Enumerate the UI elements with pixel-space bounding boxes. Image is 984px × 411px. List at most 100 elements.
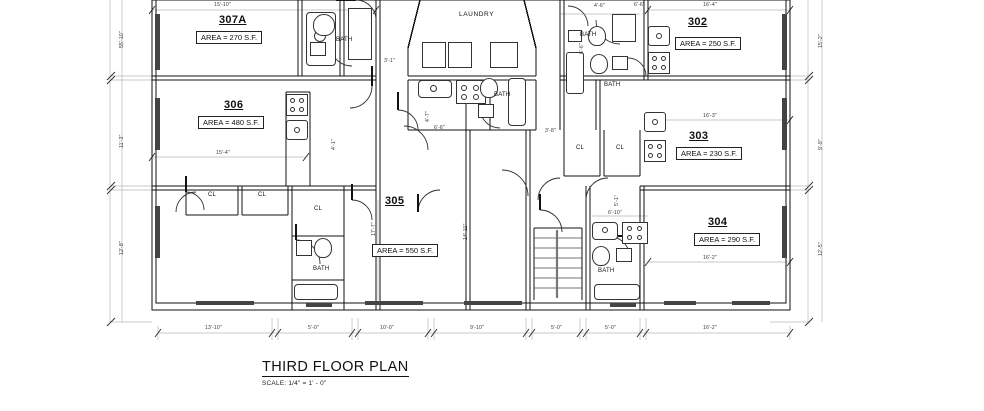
space-label-bath-302-up: BATH [580, 32, 597, 38]
window-left-2 [155, 98, 160, 150]
dim-bottom-5: 5'-0" [551, 325, 562, 331]
toilet-304 [592, 246, 610, 266]
dim-int-4: 3'-1" [384, 58, 395, 64]
burner-304-a [627, 226, 632, 231]
dim-int-12: 4'-7" [425, 111, 431, 122]
room-number-303: 303 [689, 130, 709, 142]
dim-int-7: 6'-10" [608, 210, 622, 216]
dim-int-6: 6'-6" [434, 125, 445, 131]
page-title: THIRD FLOOR PLAN [262, 359, 409, 377]
room-number-304: 304 [708, 216, 728, 228]
burner-303-a [648, 144, 653, 149]
window-bottom-2 [306, 303, 332, 307]
burner-302-d [661, 65, 666, 70]
room-area-307a: AREA = 270 S.F. [196, 31, 263, 44]
toilet-center [480, 78, 498, 98]
dim-bottom-2: 5'-0" [308, 325, 319, 331]
dim-right-1: 15'-2" [818, 34, 824, 48]
room-area-305: AREA = 550 S.F. [372, 244, 439, 257]
lav-302-upper [568, 30, 582, 42]
stair-treads [534, 230, 582, 298]
window-bottom-3 [365, 301, 423, 305]
dim-bottom-3: 10'-0" [380, 325, 394, 331]
burner-c-a [461, 85, 467, 91]
window-left-1 [155, 14, 160, 70]
toilet-305 [314, 238, 332, 258]
room-area-306: AREA = 480 S.F. [198, 116, 265, 129]
range-302 [648, 52, 670, 74]
burner-306-d [299, 107, 304, 112]
washer-laundry [422, 42, 446, 68]
dim-int-5: 3'-8" [545, 128, 556, 134]
lav-305 [296, 240, 312, 256]
dim-bottom-4: 9'-10" [470, 325, 484, 331]
burner-c-c [461, 94, 467, 100]
dim-top-1: 15'-10" [214, 2, 231, 8]
space-label-cl-303-b: CL [616, 145, 625, 151]
dim-bottom-7: 16'-2" [703, 325, 717, 331]
window-bottom-6 [664, 301, 696, 305]
burner-303-c [648, 153, 653, 158]
lav-304 [616, 248, 632, 262]
dim-int-10: 17'-7" [371, 222, 377, 236]
dim-int-8: 4'-6" [594, 3, 605, 9]
space-label-cl-305-c: CL [314, 206, 323, 212]
room-number-306: 306 [224, 99, 244, 111]
room-number-305: 305 [385, 195, 405, 207]
dim-int-11: 14'-11" [463, 223, 469, 240]
window-right-1 [782, 14, 787, 70]
space-label-bath-305: BATH [313, 266, 330, 272]
sink-drain-306 [294, 127, 300, 133]
dim-top-2: 16'-4" [703, 2, 717, 8]
burner-c-b [473, 85, 479, 91]
dim-int-14: 6'-6" [634, 2, 645, 8]
toilet-302-upper [588, 26, 606, 46]
dim-bottom-6: 5'-0" [605, 325, 616, 331]
dryer-laundry [448, 42, 472, 68]
title-block: THIRD FLOOR PLAN SCALE: 1/4" = 1' - 0" [262, 358, 409, 387]
burner-303-d [657, 153, 662, 158]
sink-drain-center [430, 85, 437, 92]
toilet-302-lower [590, 54, 608, 74]
tub-center [508, 78, 526, 126]
lav-center [478, 104, 494, 118]
burner-306-b [299, 98, 304, 103]
burner-306-c [290, 107, 295, 112]
sink-drain-303 [652, 119, 658, 125]
lav-302-lower [612, 56, 628, 70]
space-label-laundry: LAUNDRY [459, 11, 495, 18]
room-area-304: AREA = 290 S.F. [694, 233, 761, 246]
sink-drain-302 [656, 33, 662, 39]
burner-302-a [652, 56, 657, 61]
tub-304 [594, 284, 640, 300]
window-bottom-1 [196, 301, 254, 305]
burner-306-a [290, 98, 295, 103]
burner-304-b [637, 226, 642, 231]
burner-303-b [657, 144, 662, 149]
burner-304-d [637, 235, 642, 240]
dim-int-15: 5'-1" [614, 195, 620, 206]
dim-int-9: 4'-1" [331, 139, 337, 150]
dim-bottom-1: 13'-10" [205, 325, 222, 331]
burner-304-c [627, 235, 632, 240]
room-area-303: AREA = 230 S.F. [676, 147, 743, 160]
room-area-302: AREA = 250 S.F. [675, 37, 742, 50]
toilet-307a [313, 14, 335, 36]
shower-307a [348, 8, 372, 60]
window-bottom-5 [610, 303, 636, 307]
range-306 [286, 94, 308, 116]
space-label-cl-305-a: CL [208, 192, 217, 198]
window-bottom-4 [464, 301, 522, 305]
laundry-unit-3 [490, 42, 518, 68]
window-right-3 [782, 206, 787, 258]
burner-c-d [473, 94, 479, 100]
dim-left-1: 55'-10" [119, 31, 125, 48]
burner-302-c [652, 65, 657, 70]
tub-305 [294, 284, 338, 300]
lav-307a [310, 42, 326, 56]
space-label-cl-305-b: CL [258, 192, 267, 198]
space-label-cl-303-a: CL [576, 145, 585, 151]
dim-int-2: 16'-3" [703, 113, 717, 119]
